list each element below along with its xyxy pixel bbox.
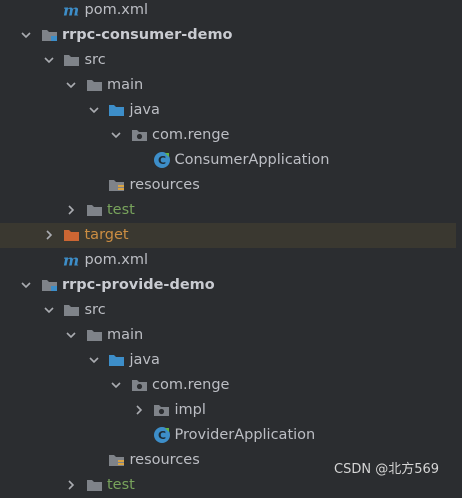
folder-icon [85,476,103,494]
tree-item-label: pom.xml [84,2,149,18]
spring-class-icon: C [153,151,171,169]
tree-item-label: com.renge [152,377,230,393]
tree-item-label: main [107,77,144,93]
tree-item-label: com.renge [152,127,230,143]
tree-item-label: target [84,227,129,243]
tree-row[interactable]: resources [0,173,462,198]
scrollbar[interactable] [456,0,462,484]
tree-row[interactable]: m pom.xml [0,0,462,23]
tree-row[interactable]: resources [0,448,462,473]
folder-icon [63,301,81,319]
tree-item-label: test [107,477,135,493]
tree-row[interactable]: main [0,323,462,348]
tree-item-label: test [107,202,135,218]
tree-item-label: ProviderApplication [174,427,316,443]
source-folder-icon [108,101,126,119]
chevron-down-icon[interactable] [42,53,56,67]
package-icon [130,126,148,144]
resources-folder-icon [108,176,126,194]
package-icon [130,376,148,394]
folder-icon [85,201,103,219]
svg-text:m: m [63,252,79,268]
chevron-down-icon[interactable] [87,103,101,117]
tree-row[interactable]: rrpc-consumer-demo [0,23,462,48]
package-icon [153,401,171,419]
chevron-right-icon[interactable] [42,228,56,242]
tree-item-label: impl [174,402,206,418]
tree-item-label: rrpc-provide-demo [62,277,215,293]
tree-row[interactable]: test [0,198,462,223]
chevron-down-icon[interactable] [64,78,78,92]
folder-icon [85,326,103,344]
chevron-right-icon[interactable] [64,478,78,492]
tree-row[interactable]: impl [0,398,462,423]
tree-row[interactable]: main [0,73,462,98]
tree-item-label: resources [129,452,200,468]
module-folder-icon [40,276,58,294]
maven-icon: m [63,251,81,269]
tree-item-label: java [129,352,160,368]
excluded-folder-icon [63,226,81,244]
maven-icon: m [63,1,81,19]
tree-item-label: ConsumerApplication [174,152,330,168]
svg-text:C: C [157,154,165,167]
tree-row[interactable]: C ConsumerApplication [0,148,462,173]
tree-item-label: resources [129,177,200,193]
tree-row[interactable]: java [0,98,462,123]
tree-row[interactable]: src [0,298,462,323]
tree-item-label: main [107,327,144,343]
tree-row[interactable]: m pom.xml [0,248,462,273]
tree-row[interactable]: java [0,348,462,373]
tree-row[interactable]: com.renge [0,123,462,148]
chevron-right-icon[interactable] [64,203,78,217]
svg-text:C: C [157,429,165,442]
tree-row[interactable]: rrpc-provide-demo [0,273,462,298]
tree-item-label: src [84,52,106,68]
tree-row[interactable]: com.renge [0,373,462,398]
spring-class-icon: C [153,426,171,444]
chevron-down-icon[interactable] [42,303,56,317]
tree-item-label: src [84,302,106,318]
chevron-down-icon[interactable] [19,278,33,292]
folder-icon [85,76,103,94]
tree-row[interactable]: C ProviderApplication [0,423,462,448]
watermark: CSDN @北方569 [334,462,440,477]
source-folder-icon [108,351,126,369]
chevron-down-icon[interactable] [64,328,78,342]
chevron-down-icon[interactable] [19,28,33,42]
tree-item-label: rrpc-consumer-demo [62,27,233,43]
chevron-down-icon[interactable] [109,128,123,142]
chevron-down-icon[interactable] [87,353,101,367]
resources-folder-icon [108,451,126,469]
svg-text:m: m [63,2,79,18]
tree-row[interactable]: src [0,48,462,73]
folder-icon [63,51,81,69]
module-folder-icon [40,26,58,44]
tree-row[interactable]: target [0,223,462,248]
tree-item-label: java [129,102,160,118]
chevron-down-icon[interactable] [109,378,123,392]
tree-item-label: pom.xml [84,252,149,268]
chevron-right-icon[interactable] [132,403,146,417]
